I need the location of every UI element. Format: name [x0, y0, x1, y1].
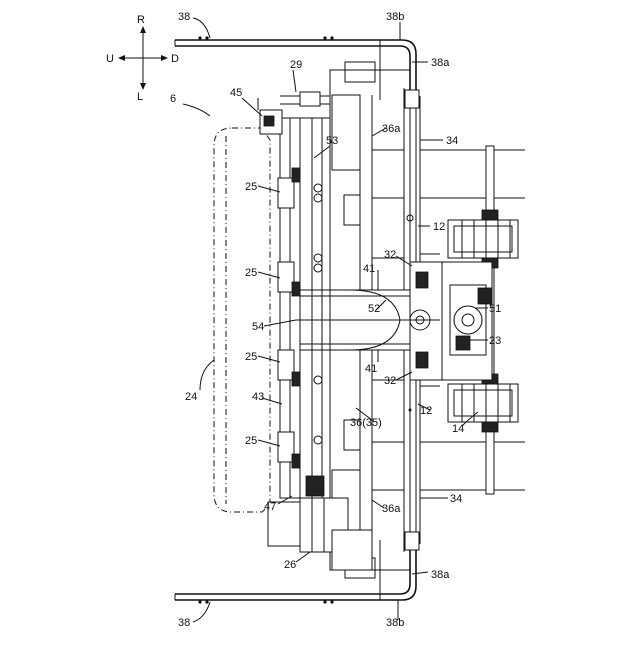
label-47: 47 [264, 501, 276, 513]
arrow-down-icon [140, 83, 146, 90]
label-32-bottom: 32 [384, 375, 396, 387]
label-25-third: 25 [245, 351, 257, 363]
bottom-handrail [175, 540, 416, 604]
label-41-bottom: 41 [365, 363, 377, 375]
direction-compass: R L U D [106, 14, 179, 103]
label-12-top: 12 [433, 221, 445, 233]
label-32-top: 32 [384, 249, 396, 261]
label-38b-bottom: 38b [386, 617, 404, 629]
label-25-first: 25 [245, 181, 257, 193]
label-34-bottom: 34 [450, 493, 462, 505]
label-12-bottom: 12 [420, 405, 432, 417]
label-26: 26 [284, 559, 296, 571]
label-45: 45 [230, 87, 242, 99]
label-23: 23 [489, 335, 501, 347]
compass-l-label: L [137, 91, 143, 103]
platform-outline-24 [214, 128, 270, 512]
arrow-up-icon [140, 26, 146, 33]
label-25-second: 25 [245, 267, 257, 279]
label-38a-bottom: 38a [431, 569, 450, 581]
label-52: 52 [368, 303, 380, 315]
compass-r-label: R [137, 14, 145, 26]
differential-51 [440, 262, 492, 380]
upper-wheel [448, 210, 518, 268]
label-38a-top: 38a [431, 57, 450, 69]
label-38-bottom: 38 [178, 617, 190, 629]
label-36a-bottom: 36a [382, 503, 401, 515]
label-24: 24 [185, 391, 197, 403]
label-25-fourth: 25 [245, 435, 257, 447]
label-54: 54 [252, 321, 264, 333]
compass-u-label: U [106, 53, 114, 65]
label-29: 29 [290, 59, 302, 71]
label-38-top: 38 [178, 11, 190, 23]
arrow-right-icon [161, 55, 168, 61]
label-36-35: 36(35) [350, 417, 382, 429]
label-36a-top: 36a [382, 123, 401, 135]
compass-d-label: D [171, 53, 179, 65]
label-53: 53 [326, 135, 338, 147]
arrow-left-icon [118, 55, 125, 61]
label-14: 14 [452, 423, 464, 435]
label-43: 43 [252, 391, 264, 403]
label-51: 51 [489, 303, 501, 315]
label-34-top: 34 [446, 135, 458, 147]
label-6: 6 [170, 93, 176, 105]
label-41-top: 41 [363, 263, 375, 275]
label-38b-top: 38b [386, 11, 404, 23]
mechanism-45 [258, 92, 330, 134]
